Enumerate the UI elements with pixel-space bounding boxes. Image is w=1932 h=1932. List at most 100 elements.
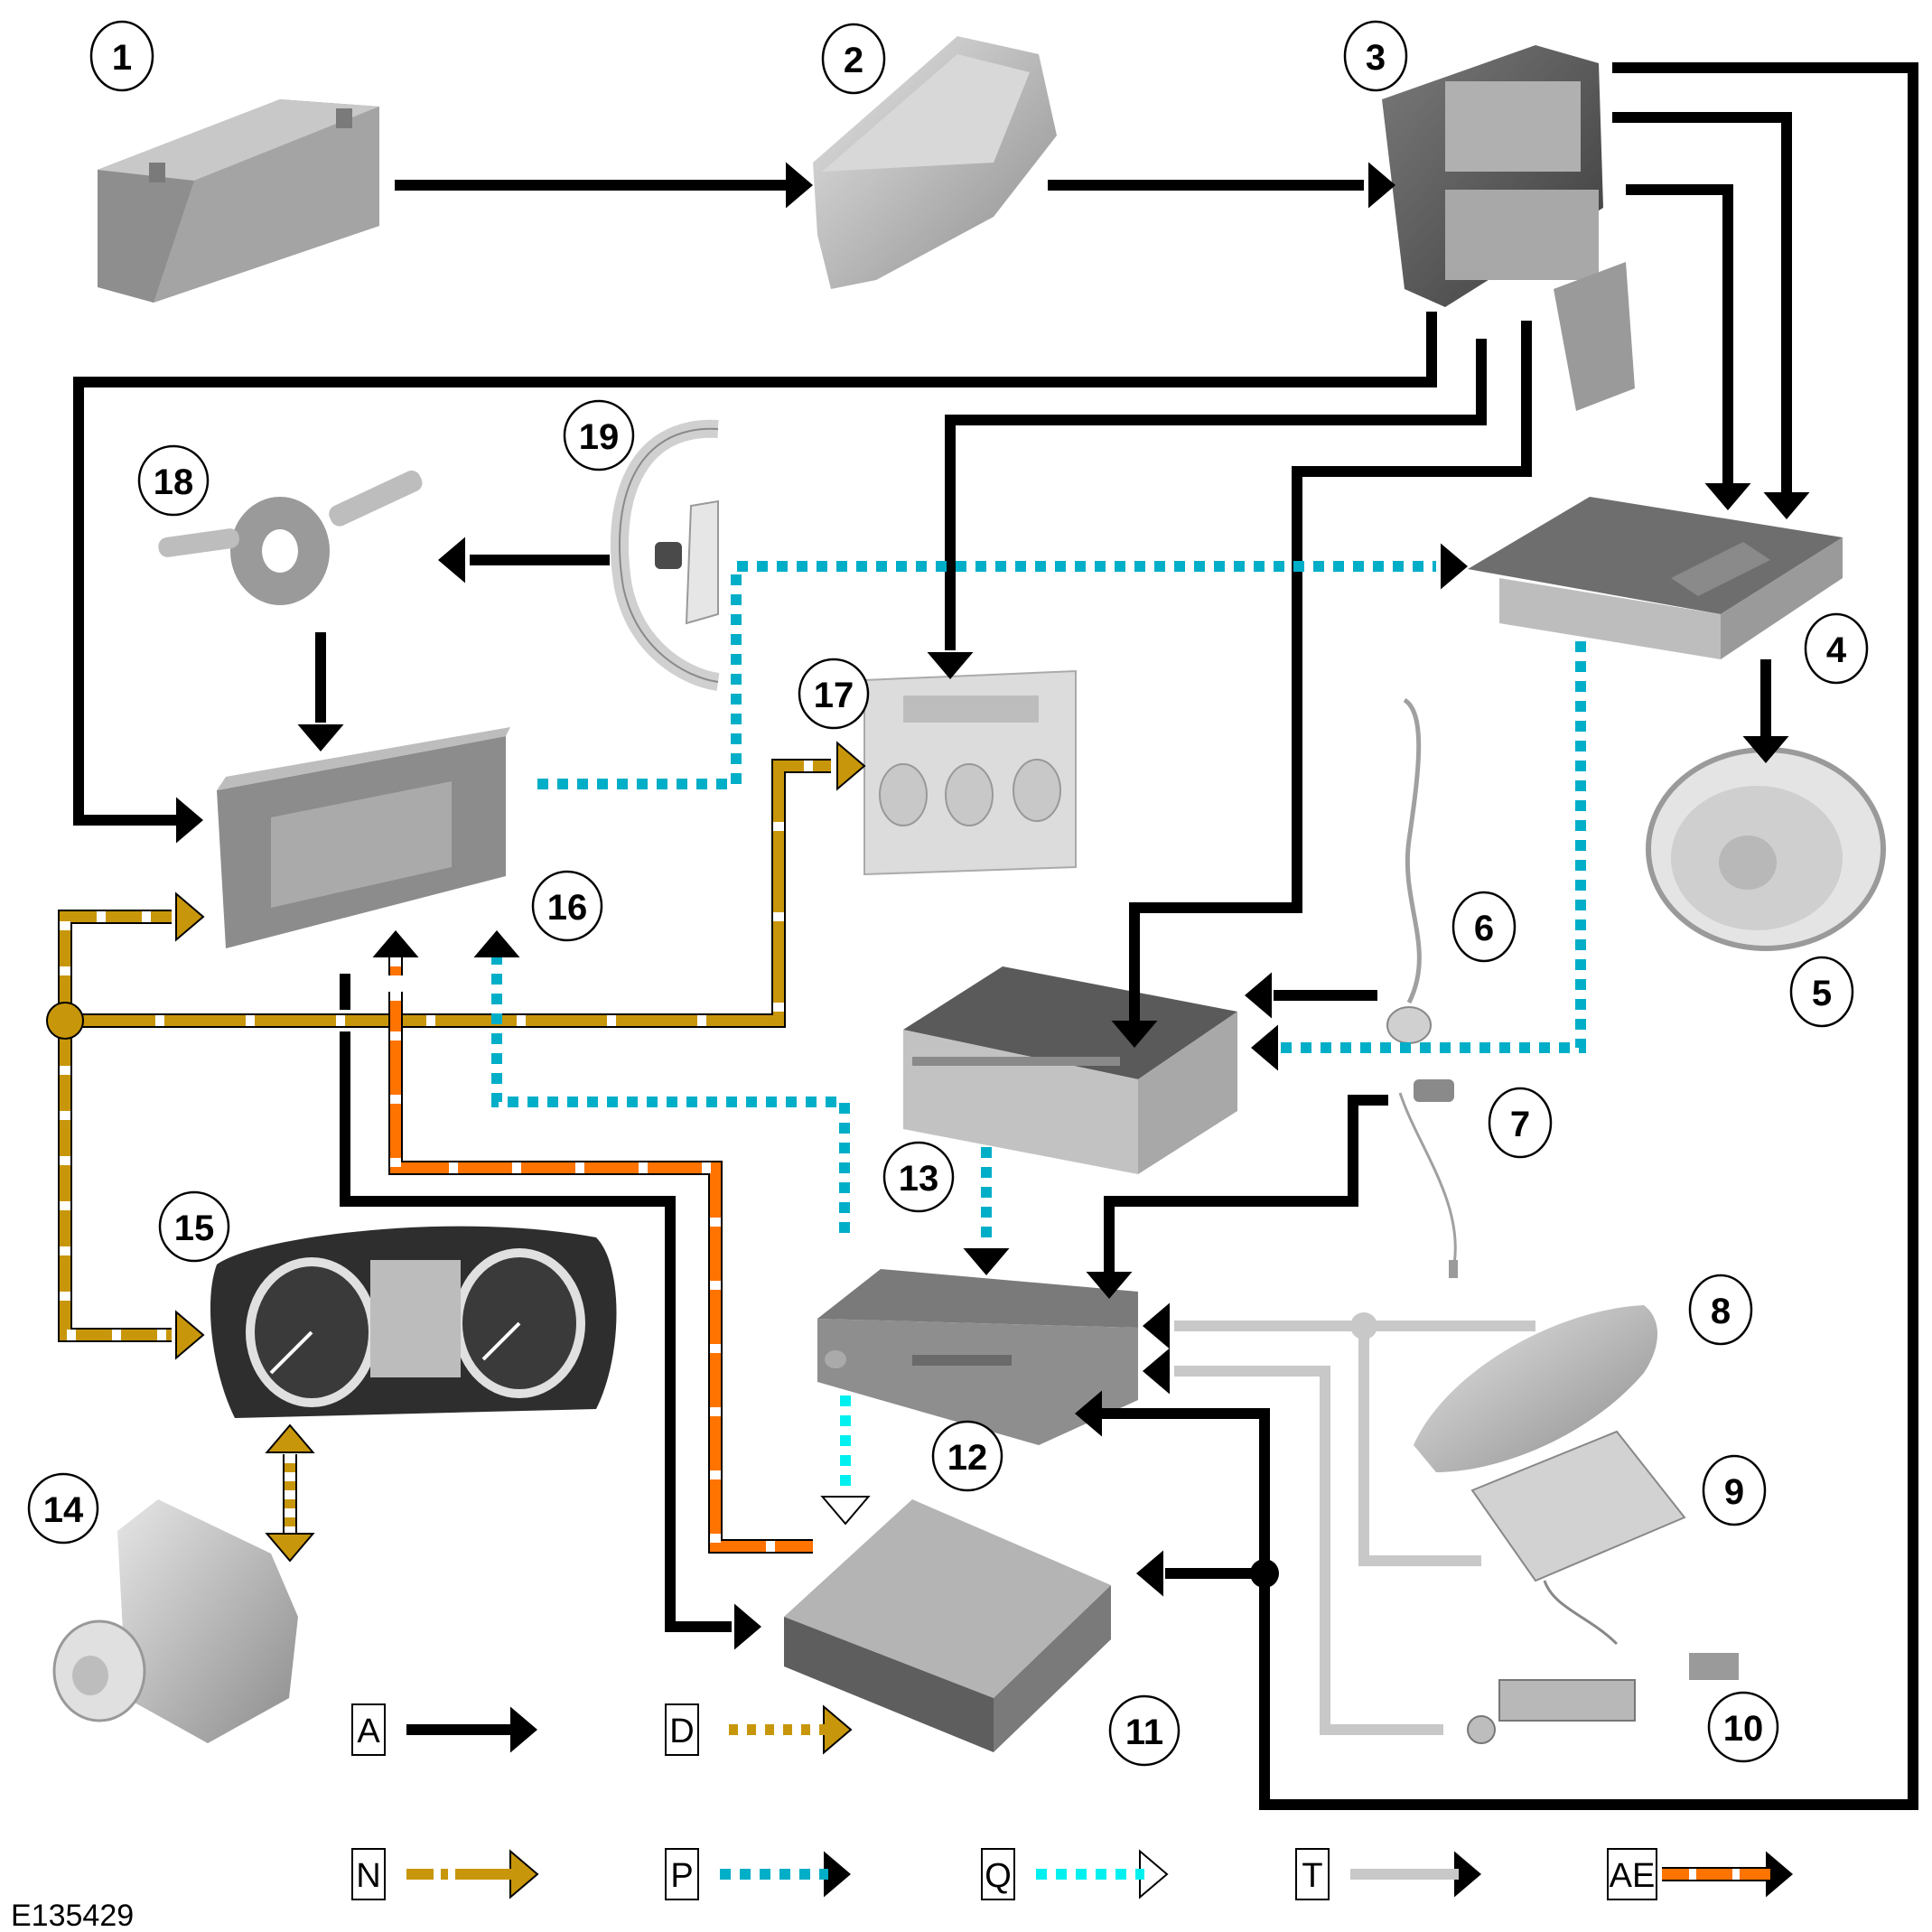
callout-circle [1343, 20, 1408, 92]
callout-number: 13 [899, 1159, 939, 1199]
legend-box [981, 1848, 1015, 1900]
legend-code: A [357, 1713, 380, 1750]
callout-number: 19 [579, 417, 620, 457]
wire-p-16-to-4 [537, 561, 1436, 789]
arrowhead-a-13 [1111, 1021, 1158, 1048]
legend-box [351, 1848, 386, 1900]
component-3-fuse-box [1382, 45, 1635, 411]
arrowhead-a-16-top [297, 724, 344, 751]
callout-15: 15 [158, 1190, 230, 1263]
component-2-junction-box [813, 36, 1057, 289]
splice-point-gold [46, 1002, 84, 1040]
callout-16: 16 [531, 870, 603, 942]
legend-box [665, 1848, 699, 1900]
wiring-layer [58, 62, 1918, 1810]
arrowhead-a-12-lower [1075, 1390, 1102, 1437]
arrowhead-d-14 [265, 1533, 315, 1563]
callout-number: 8 [1711, 1292, 1731, 1331]
callout-18: 18 [137, 444, 210, 517]
arrowhead-a-16 [176, 797, 203, 844]
callout-circle [798, 658, 870, 730]
legend-arrowhead [1766, 1851, 1793, 1898]
wire-a-3-to-11-loop [1165, 62, 1918, 1810]
arrowhead-n-16 [175, 891, 205, 942]
callout-13: 13 [882, 1141, 955, 1213]
legend-item-q: Q [981, 1848, 1144, 1900]
component-12-dvd-player [817, 1269, 1138, 1445]
callout-number: 7 [1510, 1105, 1530, 1144]
component-9-tuner-module [1470, 1430, 1686, 1646]
callout-circle [158, 1190, 230, 1263]
wire-t-10-to-12 [1174, 1366, 1443, 1735]
arrowhead-n-15 [175, 1310, 205, 1360]
callout-number: 5 [1812, 974, 1832, 1013]
wire-a-3-to-4-right [1612, 112, 1792, 497]
wire-a-3-to-13 [1129, 321, 1532, 1021]
arrowhead-a-3 [1368, 162, 1395, 209]
wire-n-to-15-outline [58, 1021, 172, 1342]
legend-item-a: A [351, 1703, 515, 1756]
callout-number: 12 [947, 1438, 988, 1478]
component-19-steering-wheel [610, 419, 720, 691]
legend-code: Q [985, 1857, 1012, 1895]
legend-arrowhead [824, 1851, 851, 1898]
wire-a-3-to-17 [945, 339, 1487, 650]
callout-circle [821, 23, 886, 95]
wire-t-9-branch [1358, 1326, 1481, 1566]
legend-box [1295, 1848, 1330, 1900]
wire-n-to-17-dashes [65, 761, 831, 1026]
legend-box [665, 1703, 699, 1756]
wire-p-4-to-13 [1278, 641, 1586, 1053]
wire-n-to-16-outline [58, 910, 172, 1021]
wire-n-to-15-dashes [60, 1021, 172, 1340]
callout-number: 1 [112, 38, 132, 78]
component-1-battery [98, 99, 379, 303]
arrowhead-a-17 [927, 652, 974, 679]
arrowhead-p-13 [1251, 1024, 1278, 1071]
arrowhead-a-5 [1742, 736, 1789, 763]
legend-item-t: T [1295, 1848, 1459, 1900]
splice-point-grey [1350, 1312, 1377, 1339]
callout-circle [1789, 956, 1854, 1028]
wire-a-7-to-12 [1104, 1095, 1388, 1274]
callout-number: 17 [814, 676, 854, 715]
callout-circle [1688, 1274, 1753, 1346]
component-4-amplifier [1468, 497, 1843, 659]
legend-code: P [670, 1857, 693, 1895]
arrowhead-p-4 [1441, 543, 1468, 590]
arrowhead-n-17 [836, 741, 866, 791]
callout-3: 3 [1343, 20, 1408, 92]
callout-circle [931, 1420, 1003, 1492]
callout-circle [137, 444, 210, 517]
callout-5: 5 [1789, 956, 1854, 1028]
legend-item-p: P [665, 1848, 828, 1900]
arrowhead-q-11 [820, 1496, 871, 1526]
component-7-gps-antenna [1398, 1079, 1458, 1278]
callout-10: 10 [1707, 1691, 1779, 1763]
wire-n-to-16 [60, 911, 172, 1021]
arrowheads-layer [175, 162, 1810, 1899]
callout-1: 1 [89, 20, 154, 92]
legend-arrowhead [1454, 1851, 1481, 1898]
arrowhead-t-12-top [1143, 1302, 1170, 1349]
callout-9: 9 [1702, 1454, 1767, 1526]
arrowhead-p-12 [963, 1248, 1010, 1275]
callout-7: 7 [1488, 1087, 1553, 1159]
callout-number: 10 [1723, 1709, 1764, 1749]
component-8-roof-antenna [1414, 1305, 1657, 1472]
arrowhead-p-16 [473, 930, 520, 957]
component-5-speaker [1646, 747, 1886, 951]
arrowhead-ae-16 [372, 930, 419, 957]
legend-item-n: N [351, 1848, 515, 1900]
component-18-clockspring [158, 470, 423, 605]
legend-code: N [356, 1857, 380, 1895]
wire-a-3-to-16 [73, 312, 1437, 826]
component-6-microphone [1386, 697, 1432, 1044]
callout-number: 2 [844, 41, 863, 80]
figure-id: E135429 [11, 1899, 134, 1932]
callout-number: 9 [1724, 1472, 1744, 1512]
legend-arrowhead [510, 1706, 537, 1753]
legend-box [1607, 1848, 1657, 1900]
component-11-module [784, 1499, 1111, 1752]
callout-number: 11 [1125, 1713, 1163, 1752]
